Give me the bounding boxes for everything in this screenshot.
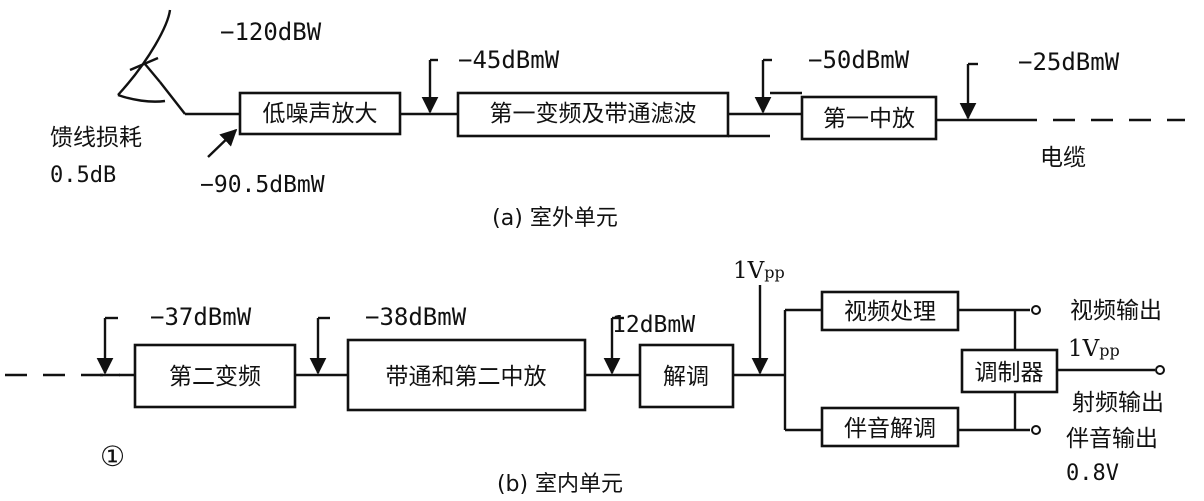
outdoor-caption: (a) 室外单元 — [492, 206, 618, 231]
if1-label: 第一中放 — [823, 106, 915, 132]
mixer2-label: 第二变频 — [169, 364, 261, 390]
mixer1-label: 第一变频及带通滤波 — [490, 101, 697, 127]
indoor-caption: (b) 室内单元 — [497, 472, 623, 497]
lna-label: 低噪声放大 — [263, 101, 378, 127]
if2-label: 带通和第二中放 — [386, 364, 547, 390]
level-after-mixer1-label: −50dBmW — [808, 46, 910, 74]
cable-label: 电缆 — [1040, 145, 1086, 171]
feed-loss-arrow — [207, 128, 238, 158]
demod-output-level-label: 1Vpp — [733, 258, 785, 284]
dish-antenna-icon — [117, 9, 240, 116]
outdoor-unit: −120dBW 馈线损耗 0.5dB −90.5dBmW 低噪声放大 −45dB… — [50, 9, 1185, 231]
audio-demod-block — [820, 406, 960, 448]
rf-out-label: 射频输出 — [1072, 390, 1164, 416]
input-level-label: −120dBW — [220, 18, 322, 46]
video-processing-label: 视频处理 — [844, 299, 936, 325]
demod-label: 解调 — [663, 364, 709, 390]
feed-loss-label: 馈线损耗 — [50, 125, 142, 151]
lna-block — [238, 91, 402, 136]
audio-out-level-label: 0.8V — [1066, 461, 1119, 486]
lna-input-level-label: −90.5dBmW — [200, 172, 325, 198]
video-out-label: 视频输出 — [1070, 298, 1162, 324]
level-after-lna-label: −45dBmW — [458, 46, 560, 74]
demod-block — [638, 343, 735, 409]
indoor-unit: −37dBmW 第二变频 −38dBmW 带通和第二中放 12dBmW 解调 1… — [5, 258, 1165, 497]
mixer1-block — [456, 91, 730, 138]
demod-input-level-label: 12dBmW — [612, 312, 695, 338]
audio-demod-label: 伴音解调 — [844, 416, 936, 442]
if1-block — [800, 95, 938, 141]
video-out-level-label: 1Vpp — [1068, 336, 1120, 362]
video-out-terminal — [1031, 305, 1041, 315]
if2-block — [346, 338, 587, 412]
level-out-label: −25dBmW — [1018, 48, 1120, 76]
video-processing-block — [820, 290, 960, 332]
audio-out-terminal — [1031, 425, 1041, 435]
feed-loss-value: 0.5dB — [50, 163, 116, 188]
audio-out-label: 伴音输出 — [1066, 426, 1158, 452]
rf-out-terminal — [1155, 365, 1165, 375]
mixer2-input-level-label: −37dBmW — [150, 303, 252, 331]
if2-input-level-label: −38dBmW — [365, 303, 467, 331]
circled-marker: ① — [100, 440, 125, 473]
modulator-label: 调制器 — [975, 360, 1044, 386]
